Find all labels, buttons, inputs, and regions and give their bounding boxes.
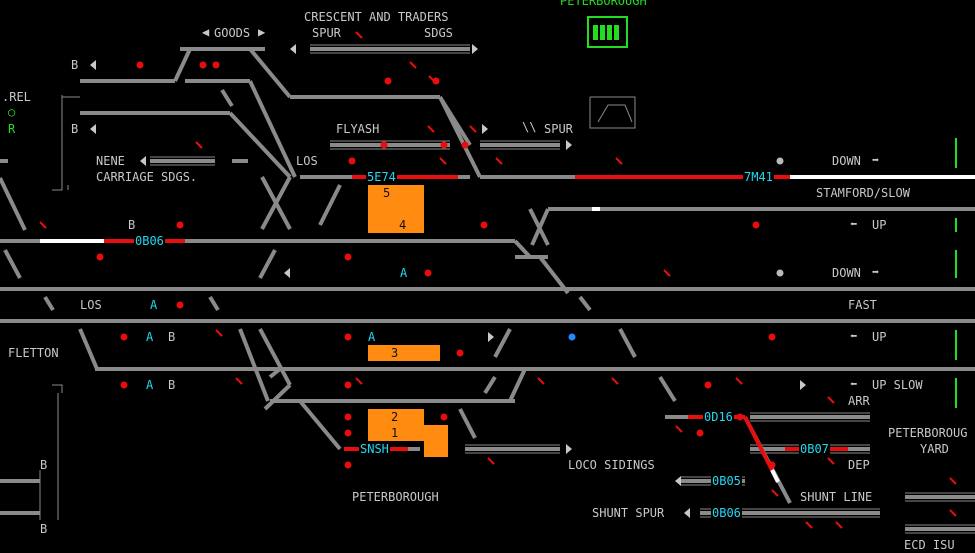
berth-0b06-top[interactable]: 0B06	[134, 234, 165, 248]
down-label-1: DOWN	[832, 154, 861, 168]
platform-1-label: 1	[391, 426, 399, 440]
r-label: R	[8, 122, 16, 136]
shunt-line-label: SHUNT LINE	[800, 490, 873, 504]
platform-3-label: 3	[391, 346, 399, 360]
berth-0b06-bottom[interactable]: 0B06	[711, 506, 742, 520]
down-label-2: DOWN	[832, 266, 861, 280]
down-arrow-2: ➡	[872, 265, 880, 279]
nene-label: NENE	[96, 154, 125, 168]
b-label-4: B	[40, 458, 48, 472]
spur-hatch: \\	[522, 120, 537, 134]
carriage-label: CARRIAGE SDGS.	[96, 170, 198, 184]
platform-2-1	[368, 409, 424, 441]
berth-7m41[interactable]: 7M41	[743, 170, 774, 184]
direction-arrows	[90, 44, 806, 518]
a-label-3: A	[150, 298, 158, 312]
spur-label: SPUR	[312, 26, 341, 40]
peterborough-bottom-label: PETERBOROUGH	[352, 490, 439, 504]
berth-0b07[interactable]: 0B07	[799, 442, 830, 456]
a-label-2: A	[146, 378, 154, 392]
up-arrow-2: ⬅	[850, 329, 858, 343]
up-slow-arrow: ⬅	[850, 377, 858, 391]
los-label-1: LOS	[296, 154, 318, 168]
b-label-2: B	[71, 122, 79, 136]
berth-snsh[interactable]: SNSH	[359, 442, 390, 456]
status-level-bars	[593, 25, 619, 40]
crescent-label: CRESCENT AND TRADERS	[304, 10, 449, 24]
peterborough-yard-label-1: PETERBOROUG	[888, 426, 968, 440]
goods-arrow-right: ▶	[258, 25, 266, 39]
b-label-5: B	[40, 522, 48, 536]
fast-label: FAST	[848, 298, 877, 312]
b-label-1: B	[71, 58, 79, 72]
a-label-4: A	[400, 266, 408, 280]
ecd-isu-label: ECD ISU	[904, 538, 955, 552]
los-label-2: LOS	[80, 298, 102, 312]
b-label-3: B	[128, 218, 136, 232]
loco-sidings-label: LOCO SIDINGS	[568, 458, 655, 472]
platform-1-extension	[424, 425, 448, 457]
shunt-spur-label: SHUNT SPUR	[592, 506, 665, 520]
platform-5-label: 5	[383, 186, 391, 200]
b-label-7: B	[168, 378, 176, 392]
signal-heads	[96, 61, 776, 469]
track-marker	[568, 333, 576, 341]
up-label-2: UP	[872, 330, 887, 344]
rel-indicator-icon: ○	[8, 105, 16, 119]
platform-4-label: 4	[399, 218, 407, 232]
goods-label: GOODS	[214, 26, 251, 40]
station-title: PETERBOROUGH	[560, 0, 647, 8]
shunt-signal-ticks	[39, 31, 957, 529]
arr-label: ARR	[848, 394, 870, 408]
platform-5-4	[368, 185, 424, 233]
track-layer	[0, 47, 975, 531]
up-arrow-1: ⬅	[850, 217, 858, 231]
fletton-label: FLETTON	[8, 346, 59, 360]
up-label-1: UP	[872, 218, 887, 232]
platform-2-label: 2	[391, 410, 399, 424]
status-indicator-box	[587, 16, 628, 48]
stamford-label: STAMFORD/SLOW	[816, 186, 910, 200]
berth-5e74[interactable]: 5E74	[366, 170, 397, 184]
a-label-1: A	[146, 330, 154, 344]
berth-0d16[interactable]: 0D16	[703, 410, 734, 424]
peterborough-yard-label-2: YARD	[920, 442, 949, 456]
berth-0b05[interactable]: 0B05	[711, 474, 742, 488]
spur-right-label: SPUR	[544, 122, 573, 136]
goods-arrow-left: ◀	[202, 25, 210, 39]
up-slow-label: UP SLOW	[872, 378, 923, 392]
down-arrow-1: ➡	[872, 153, 880, 167]
dep-label: DEP	[848, 458, 870, 472]
a-label-5: A	[368, 330, 376, 344]
rel-label: .REL	[2, 90, 31, 104]
b-label-6: B	[168, 330, 176, 344]
platform-3	[368, 345, 440, 361]
flyash-label: FLYASH	[336, 122, 380, 136]
sdgs-label: SDGS	[424, 26, 453, 40]
